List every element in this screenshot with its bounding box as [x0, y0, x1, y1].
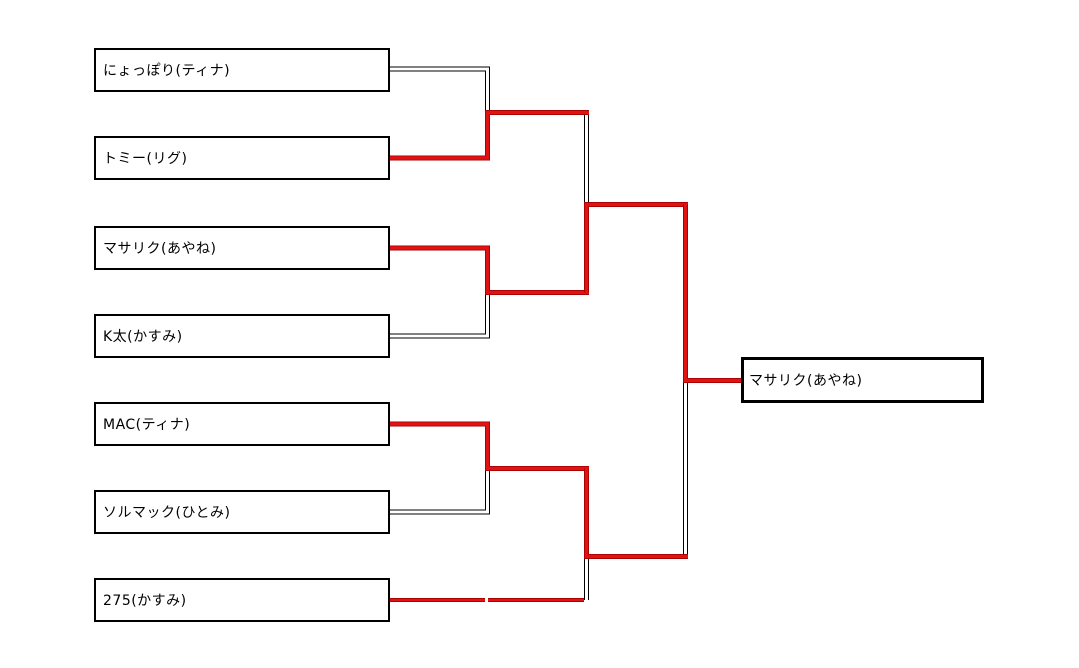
player-name: K太(かすみ) — [103, 329, 183, 345]
player-name: トミー(リグ) — [103, 151, 188, 167]
champion-box: マサリク(あやね) — [741, 357, 984, 403]
player-box-275: 275(かすみ) — [94, 578, 390, 622]
player-box-masariku: マサリク(あやね) — [94, 226, 390, 270]
player-name: にょっぽり(ティナ) — [103, 63, 231, 79]
player-box-sorumakku: ソルマック(ひとみ) — [94, 490, 390, 534]
r1-match2-loser-line — [390, 292, 490, 339]
player-box-mac: MAC(ティナ) — [94, 402, 390, 446]
r1-match3-winner-line — [390, 421, 589, 471]
champion-name: マサリク(あやね) — [749, 373, 863, 389]
r1-match2-winner-line — [390, 245, 589, 295]
r1-match1-winner-line — [390, 110, 589, 161]
player-box-tommy: トミー(リグ) — [94, 136, 390, 180]
sf2-winner-line — [584, 468, 688, 559]
player-box-nyoppori: にょっぽり(ティナ) — [94, 48, 390, 92]
winner-lines — [390, 110, 742, 602]
r1-match1-loser-line — [390, 66, 490, 113]
r1-match3-loser-line — [390, 468, 490, 515]
player-name: 275(かすみ) — [103, 593, 187, 609]
player-name: MAC(ティナ) — [103, 417, 191, 433]
sf1-winner-line — [584, 202, 688, 293]
player-name: マサリク(あやね) — [103, 241, 217, 257]
player-name: ソルマック(ひとみ) — [103, 505, 231, 521]
final-winner-line — [683, 204, 742, 383]
loser-lines — [390, 66, 688, 600]
player-box-kta: K太(かすみ) — [94, 314, 390, 358]
